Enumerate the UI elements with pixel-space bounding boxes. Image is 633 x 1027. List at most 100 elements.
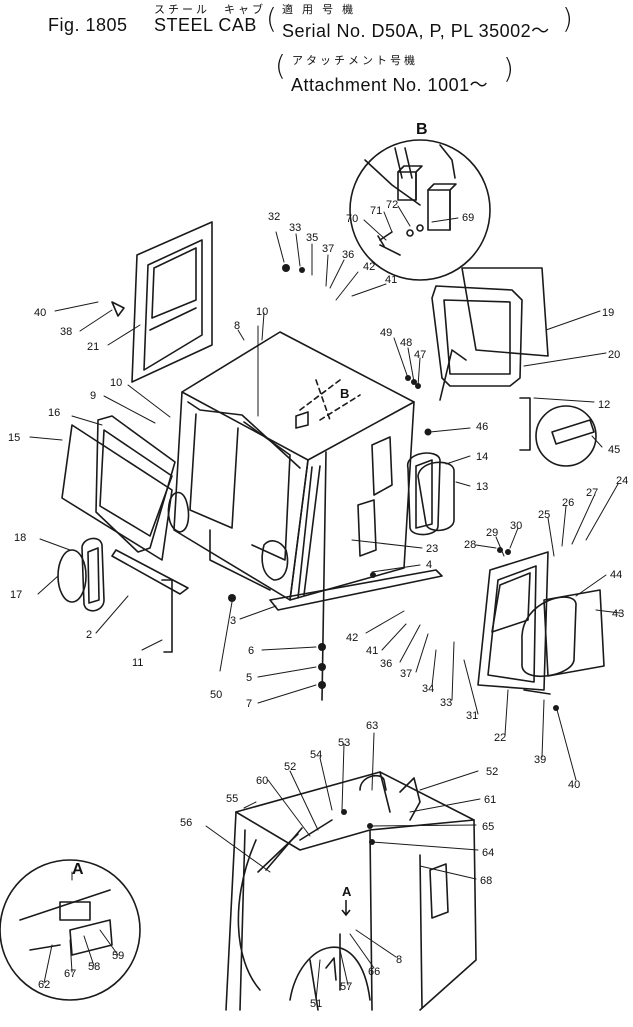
callout: 52: [486, 766, 498, 778]
detail-b-view: [349, 139, 491, 281]
attachment-open-paren: (: [275, 49, 286, 82]
callout: 14: [476, 451, 488, 463]
callout: 19: [602, 307, 614, 319]
figure-title: STEEL CAB: [154, 15, 257, 35]
callout: 65: [482, 821, 494, 833]
callout: 68: [480, 875, 492, 887]
callout: 57: [340, 981, 352, 993]
callout: 60: [256, 775, 268, 787]
callout: 17: [10, 589, 22, 601]
callout: 42: [363, 261, 375, 273]
callout: 48: [400, 337, 412, 349]
callout: 56: [180, 817, 192, 829]
callout: 20: [608, 349, 620, 361]
callout: 28: [464, 539, 476, 551]
callout: 63: [366, 720, 378, 732]
callout: 15: [8, 432, 20, 444]
callout: 36: [380, 658, 392, 670]
front-window: [61, 415, 176, 561]
callout: 27: [586, 487, 598, 499]
callout: 54: [310, 749, 322, 761]
callout: 41: [385, 274, 397, 286]
callout: 41: [366, 645, 378, 657]
callout: 49: [380, 327, 392, 339]
callout: 3: [230, 615, 236, 627]
callout: 44: [610, 569, 622, 581]
callout: 39: [534, 754, 546, 766]
callout: 37: [400, 668, 412, 680]
serial-open-paren: (: [266, 2, 277, 35]
callout: 51: [310, 998, 322, 1010]
attachment-number: Attachment No. 1001～: [291, 75, 489, 95]
rear-window: [431, 267, 549, 451]
view-a-arrow-label: A: [342, 884, 352, 899]
callout: 34: [422, 683, 434, 695]
callout: 36: [342, 249, 354, 261]
detail-b-title: B: [416, 121, 428, 138]
callout: 53: [338, 737, 350, 749]
callout: 5: [246, 672, 252, 684]
callout: 46: [476, 421, 488, 433]
callout: 71: [370, 205, 382, 217]
callout: 7: [246, 698, 252, 710]
callout: 52: [284, 761, 296, 773]
cab-rear-detail-view: [225, 771, 477, 1011]
callout: 18: [14, 532, 26, 544]
small-side-window: [57, 537, 105, 612]
callout: 21: [87, 341, 99, 353]
callout: 62: [38, 979, 50, 991]
view-a-arrow: [341, 900, 351, 917]
callout: 38: [60, 326, 72, 338]
left-door: [111, 221, 213, 383]
callout: 32: [268, 211, 280, 223]
lower-frame: [111, 549, 189, 653]
serial-number: Serial No. D50A, P, PL 35002～: [282, 21, 550, 41]
callout-numbers: 32 33 35 37 36 42 41 40 38 21 8 10 10 9 …: [8, 199, 628, 1010]
callout: 61: [484, 794, 496, 806]
callout: 42: [346, 632, 358, 644]
callout: 50: [210, 689, 222, 701]
callout: 13: [476, 481, 488, 493]
callout: 64: [482, 847, 494, 859]
callout: 10: [256, 306, 268, 318]
callout: 47: [414, 349, 426, 361]
callout: 70: [346, 213, 358, 225]
leader-lines: [29, 205, 621, 1001]
callout: 66: [368, 966, 380, 978]
callout: 2: [86, 629, 92, 641]
detail-a-view: [0, 859, 141, 1001]
side-window: [407, 452, 455, 536]
callout: 33: [289, 222, 301, 234]
callout: 25: [538, 509, 550, 521]
callout: 69: [462, 212, 474, 224]
view-b-arrow-label: B: [340, 386, 349, 401]
callout: 58: [88, 961, 100, 973]
serial-close-paren: ): [562, 2, 573, 35]
callout: 45: [608, 444, 620, 456]
callout: 23: [426, 543, 438, 555]
title-japanese: スチール キャブ: [154, 4, 266, 16]
callout: 31: [466, 710, 478, 722]
callout: 33: [440, 697, 452, 709]
attachment-label-japanese: アタッチメント号機: [292, 55, 418, 67]
detail-a-title: A: [72, 861, 84, 878]
callout: 55: [226, 793, 238, 805]
attachment-close-paren: ): [503, 52, 514, 85]
callout: 30: [510, 520, 522, 532]
callout: 37: [322, 243, 334, 255]
callout: 35: [306, 232, 318, 244]
warning-label-detail: [535, 405, 597, 467]
callout: 9: [90, 390, 96, 402]
callout: 24: [616, 475, 628, 487]
callout: 8: [396, 954, 402, 966]
callout: 8: [234, 320, 240, 332]
callout: 40: [568, 779, 580, 791]
callout: 67: [64, 968, 76, 980]
callout: 59: [112, 950, 124, 962]
callout: 4: [426, 559, 432, 571]
fasteners: [228, 264, 559, 845]
callout: 29: [486, 527, 498, 539]
callout: 10: [110, 377, 122, 389]
